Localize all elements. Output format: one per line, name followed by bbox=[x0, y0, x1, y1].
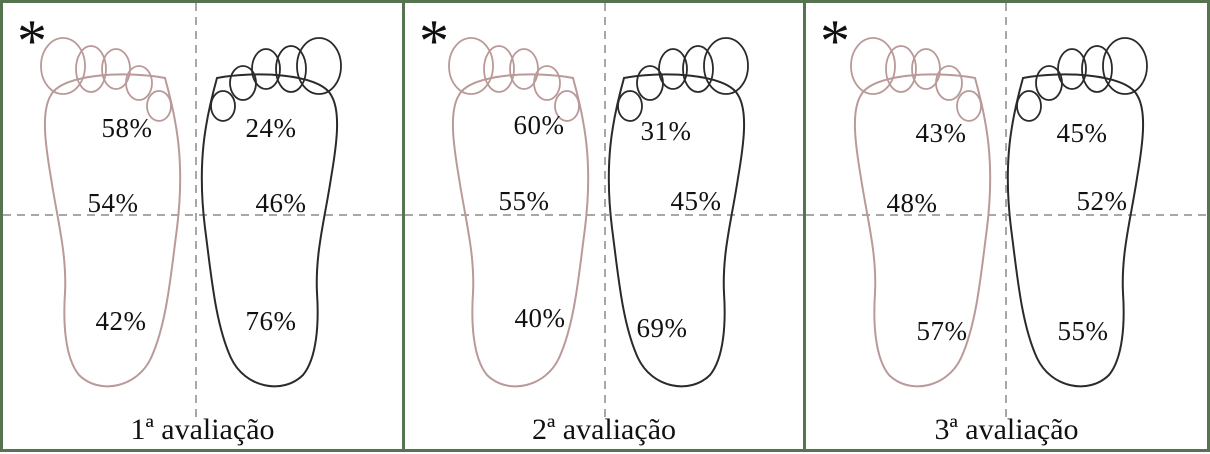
right-foot-mid-value: 52% bbox=[1077, 186, 1128, 217]
panel-caption: 2ª avaliação bbox=[405, 413, 803, 447]
panel-3: * 43% 48% 57% 45% 52% 55% 3ª avaliação bbox=[803, 0, 1210, 452]
panel-2: * 60% 55% 40% 31% 45% 69% 2ª avaliação bbox=[402, 0, 806, 452]
left-foot-bottom-value: 42% bbox=[96, 306, 147, 337]
left-foot-mid-value: 55% bbox=[499, 186, 550, 217]
feet-drawing bbox=[806, 3, 1210, 452]
panel-caption: 3ª avaliação bbox=[806, 413, 1207, 447]
right-foot-top-value: 45% bbox=[1057, 118, 1108, 149]
right-foot-bottom-value: 76% bbox=[246, 306, 297, 337]
panel-caption: 1ª avaliação bbox=[3, 413, 402, 447]
marker-asterisk: * bbox=[419, 11, 449, 71]
right-foot-bottom-value: 69% bbox=[637, 313, 688, 344]
left-foot-top-value: 60% bbox=[514, 110, 565, 141]
right-foot-mid-value: 45% bbox=[671, 186, 722, 217]
left-foot-mid-value: 48% bbox=[887, 188, 938, 219]
marker-asterisk: * bbox=[820, 11, 850, 71]
left-foot-mid-value: 54% bbox=[88, 188, 139, 219]
feet-drawing bbox=[405, 3, 806, 452]
right-foot-top-value: 31% bbox=[641, 116, 692, 147]
left-foot-top-value: 58% bbox=[102, 113, 153, 144]
right-foot-top-value: 24% bbox=[246, 113, 297, 144]
left-foot-top-value: 43% bbox=[916, 118, 967, 149]
panel-1: * 58% 54% 42% 24% 46% 76% 1ª avaliação bbox=[0, 0, 405, 452]
marker-asterisk: * bbox=[17, 11, 47, 71]
feet-drawing bbox=[3, 3, 405, 452]
right-foot-bottom-value: 55% bbox=[1058, 316, 1109, 347]
left-foot-bottom-value: 57% bbox=[917, 316, 968, 347]
right-foot-mid-value: 46% bbox=[256, 188, 307, 219]
left-foot-bottom-value: 40% bbox=[515, 303, 566, 334]
